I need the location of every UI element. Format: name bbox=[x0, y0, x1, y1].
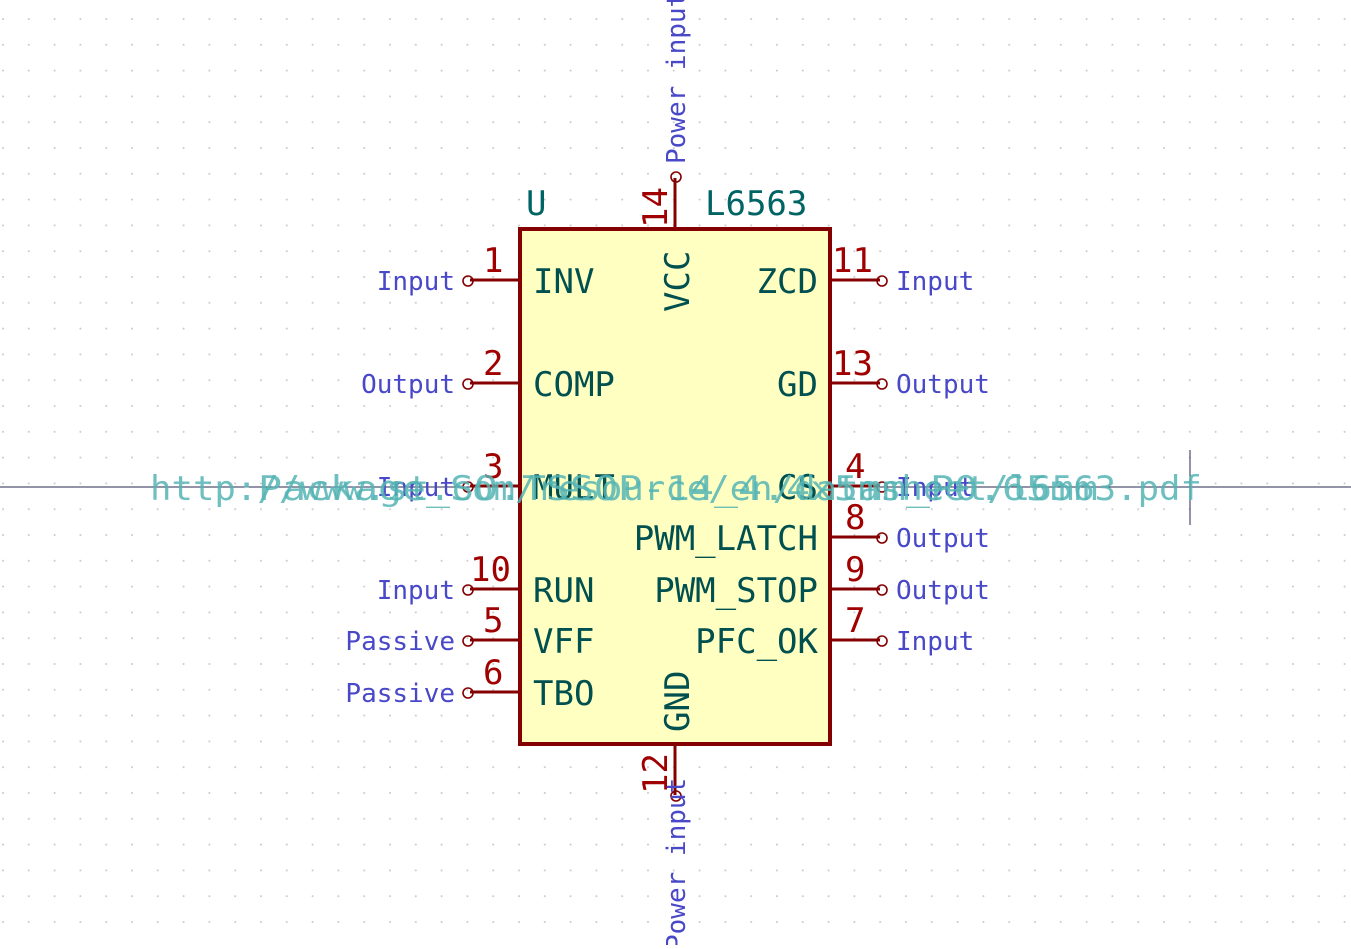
pin-name: TBO bbox=[533, 674, 594, 714]
pin-name: PWM_LATCH bbox=[634, 519, 818, 559]
pin-name: CS bbox=[777, 468, 818, 508]
pin-type: Output bbox=[896, 524, 990, 554]
pin-number: 9 bbox=[845, 550, 865, 590]
pin-4[interactable]: 4 CS Input bbox=[777, 447, 974, 508]
datasheet-field[interactable]: http://www.st.com/resource/en/datasheet/… bbox=[150, 469, 1202, 509]
pin-number: 3 bbox=[483, 447, 503, 487]
pin-12[interactable]: 12 GND Power input bbox=[636, 671, 698, 949]
pin-name: GD bbox=[777, 365, 818, 405]
pin-14[interactable]: 14 VCC Power input bbox=[636, 0, 698, 312]
pin-3[interactable]: 3 MULT Input bbox=[377, 447, 615, 508]
pin-name: RUN bbox=[533, 571, 594, 611]
reference-field[interactable]: U bbox=[526, 184, 546, 224]
pin-6[interactable]: 6 TBO Passive bbox=[345, 653, 594, 714]
pin-number: 13 bbox=[832, 344, 873, 384]
pin-1[interactable]: 1 INV Input bbox=[377, 241, 595, 302]
pin-name: MULT bbox=[533, 468, 615, 508]
pin-number: 10 bbox=[470, 550, 511, 590]
pin-11[interactable]: 11 ZCD Input bbox=[757, 241, 975, 302]
pin-name: INV bbox=[533, 262, 594, 302]
pin-type: Input bbox=[377, 576, 455, 606]
pin-number: 2 bbox=[483, 344, 503, 384]
pin-number: 8 bbox=[845, 498, 865, 538]
pin-name: ZCD bbox=[757, 262, 818, 302]
pin-type: Passive bbox=[345, 627, 455, 657]
pin-type: Output bbox=[896, 370, 990, 400]
pin-name: VFF bbox=[533, 622, 594, 662]
pin-number: 4 bbox=[845, 447, 865, 487]
pin-number: 14 bbox=[636, 187, 676, 228]
pin-9[interactable]: 9 PWM_STOP Output bbox=[654, 550, 990, 611]
pin-8[interactable]: 8 PWM_LATCH Output bbox=[634, 498, 990, 559]
pin-name: VCC bbox=[658, 251, 698, 312]
pin-name: PWM_STOP bbox=[654, 571, 818, 611]
pin-type: Input bbox=[896, 473, 974, 503]
pin-type: Power input bbox=[662, 778, 692, 945]
pin-type: Output bbox=[896, 576, 990, 606]
pin-type: Input bbox=[377, 473, 455, 503]
pin-13[interactable]: 13 GD Output bbox=[777, 344, 990, 405]
pin-5[interactable]: 5 VFF Passive bbox=[345, 601, 594, 662]
pin-name: COMP bbox=[533, 365, 615, 405]
pin-type: Input bbox=[377, 267, 455, 297]
pin-number: 7 bbox=[845, 601, 865, 641]
pin-number: 12 bbox=[636, 753, 676, 794]
pin-number: 6 bbox=[483, 653, 503, 693]
value-field[interactable]: L6563 bbox=[705, 184, 807, 224]
pin-name: GND bbox=[658, 671, 698, 732]
pin-7[interactable]: 7 PFC_OK Input bbox=[695, 601, 974, 662]
pin-type: Power input bbox=[662, 0, 692, 164]
pin-type: Input bbox=[896, 267, 974, 297]
pin-number: 5 bbox=[483, 601, 503, 641]
pin-number: 11 bbox=[832, 241, 873, 281]
pin-2[interactable]: 2 COMP Output bbox=[361, 344, 615, 405]
pin-name: PFC_OK bbox=[695, 622, 818, 662]
pin-type: Input bbox=[896, 627, 974, 657]
pin-type: Output bbox=[361, 370, 455, 400]
pin-10[interactable]: 10 RUN Input bbox=[377, 550, 595, 611]
footprint-field[interactable]: Package_SO:TSSOP-14_4.4x5mm_P0.65mm bbox=[258, 469, 1098, 509]
pin-number: 1 bbox=[483, 241, 503, 281]
pin-type: Passive bbox=[345, 679, 455, 709]
